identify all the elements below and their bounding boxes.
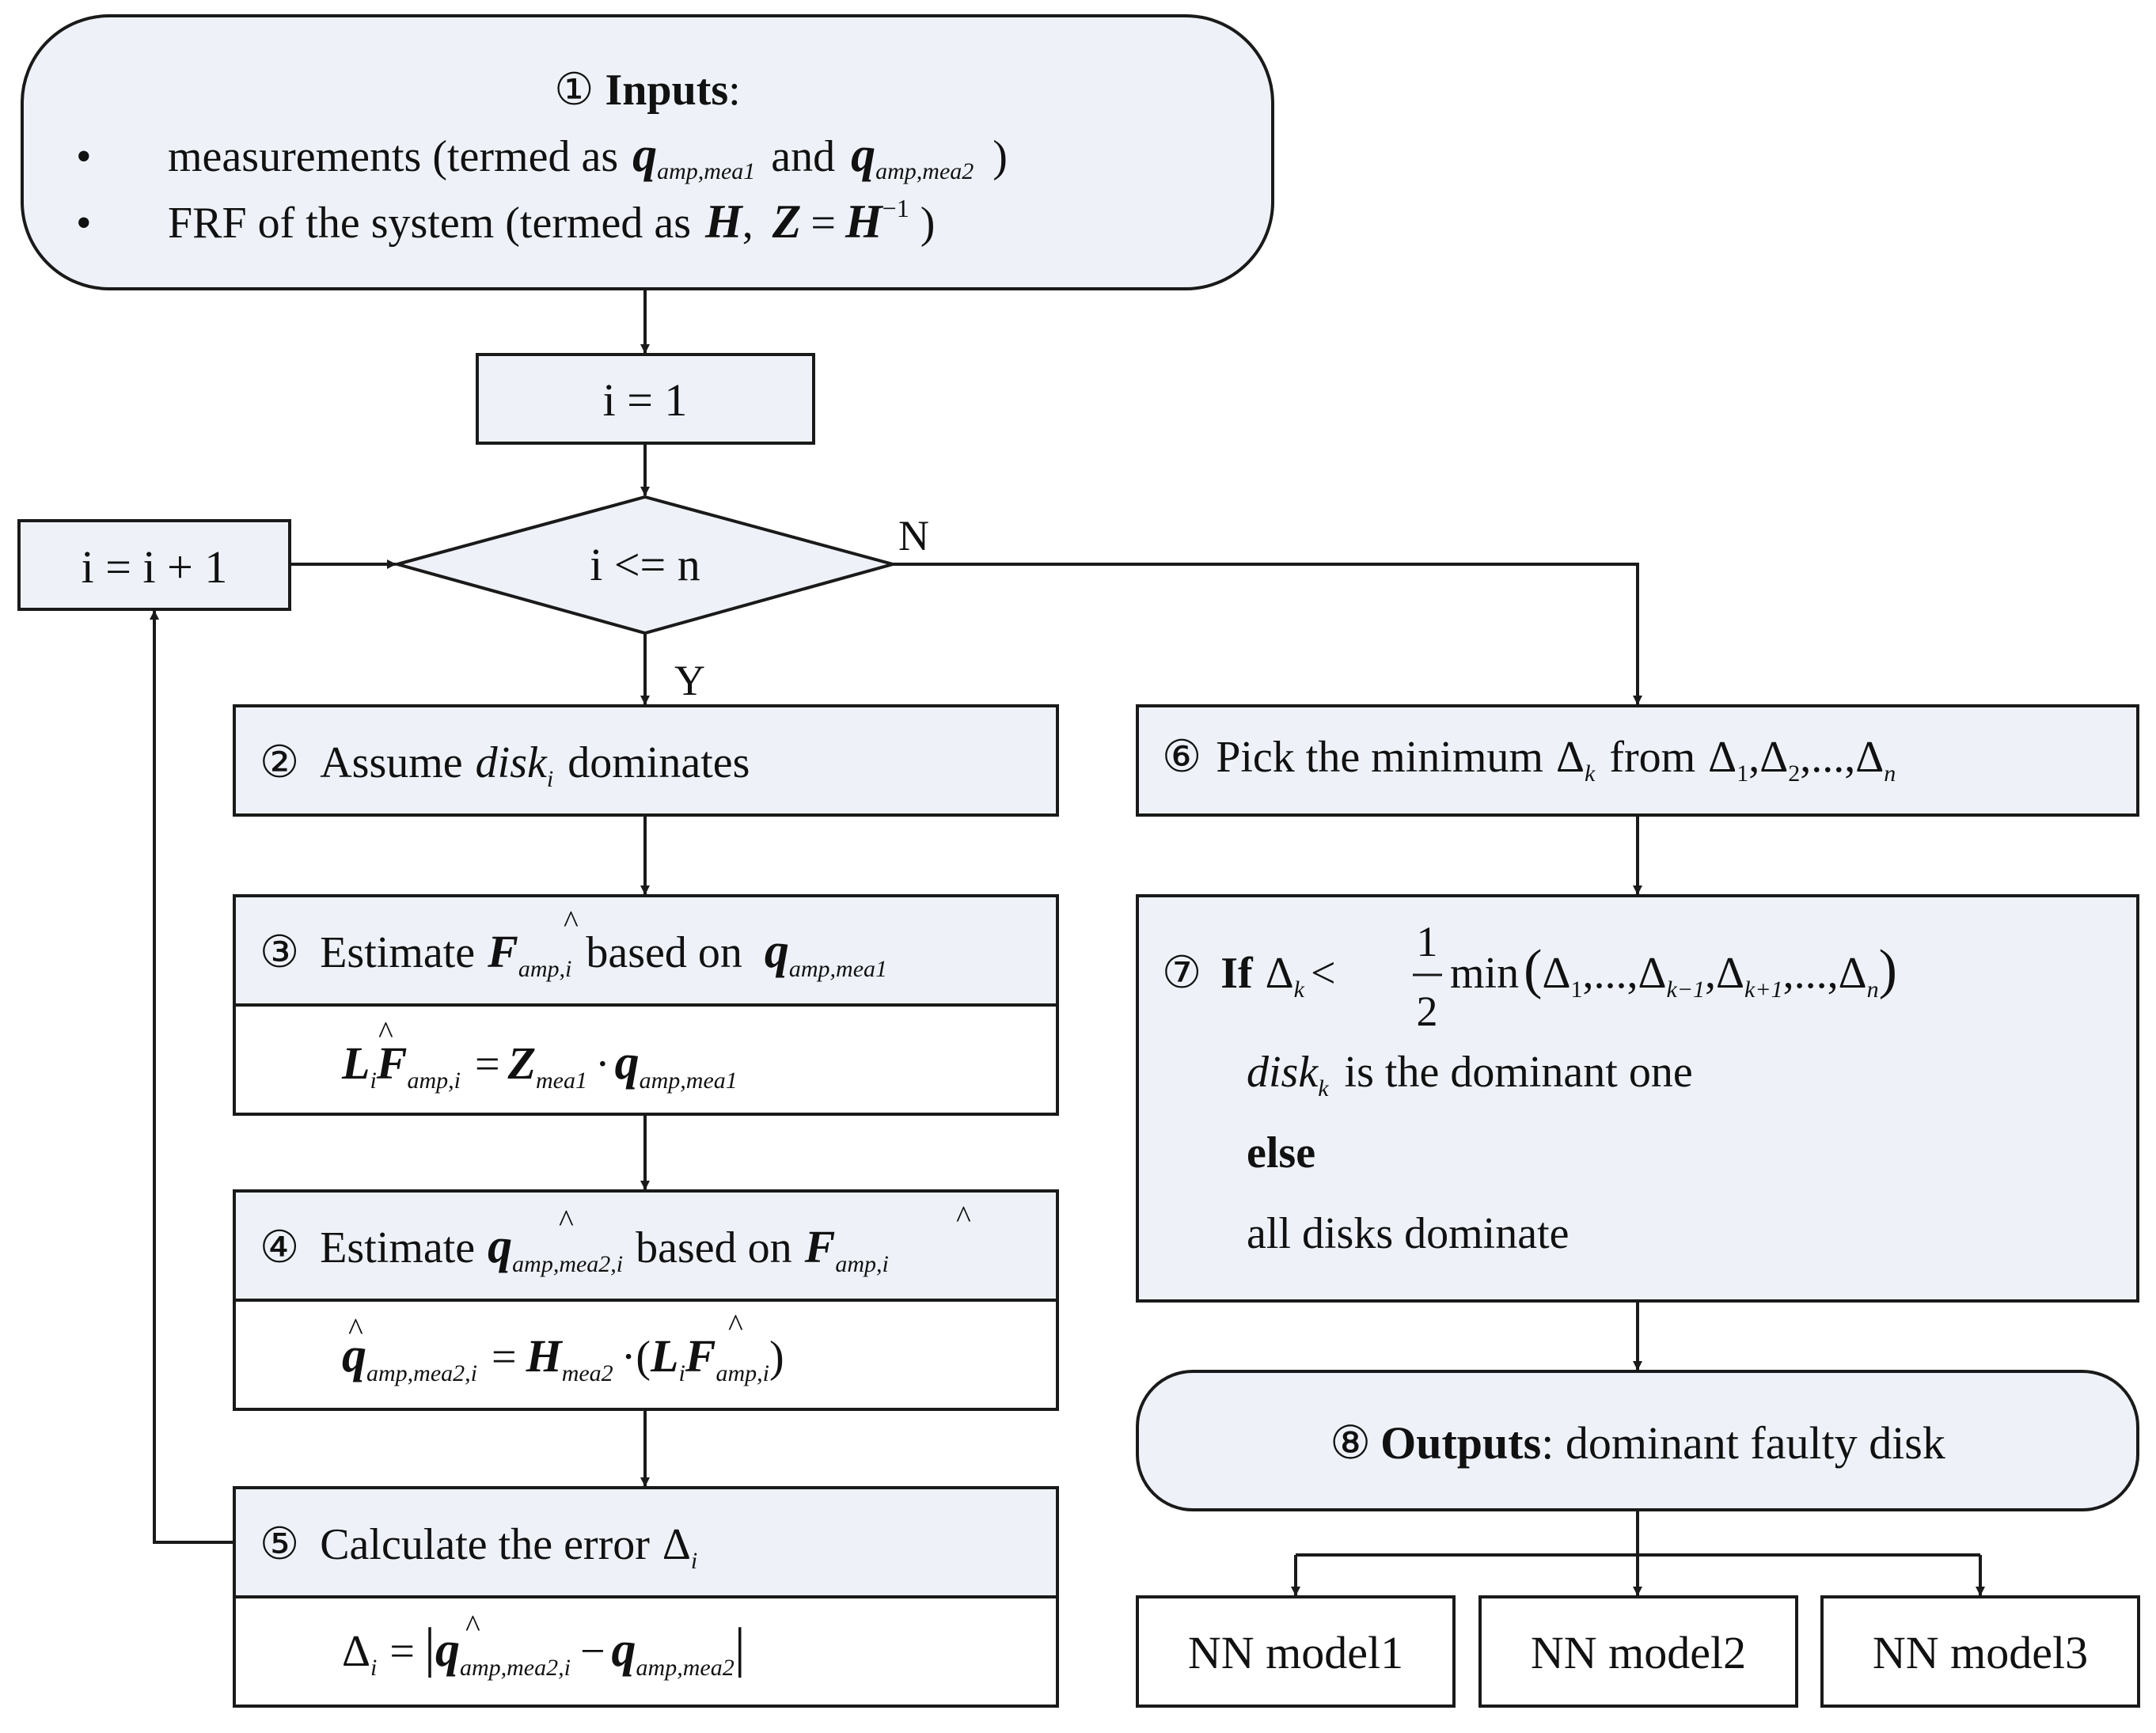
init-label: i = 1 — [603, 374, 688, 426]
nn-model1-box — [1136, 1595, 1456, 1708]
condition-label: i <= n — [590, 539, 700, 590]
step5-header — [233, 1486, 1059, 1598]
step4-eq-q-hat: ^ — [348, 1311, 363, 1347]
nn-model1-label: NN model1 — [1188, 1627, 1403, 1678]
step3-equation: LiFamp,i=Zmea1·qamp,mea1 — [341, 1036, 738, 1094]
step7-min-expr: min(Δ1,...,Δk−1,Δk+1,...,Δn) — [1450, 939, 1897, 1003]
step4-q-hat: ^ — [559, 1203, 574, 1238]
step5-equation-box — [233, 1595, 1059, 1708]
step3-eq-f-hat: ^ — [378, 1014, 393, 1050]
arrow-condition-no-to-step6 — [893, 563, 1642, 705]
step3-header — [233, 894, 1059, 1007]
nn-model3-label: NN model3 — [1873, 1627, 2088, 1678]
step3-f-hat: ^ — [564, 904, 579, 939]
step7-frac-num: 1 — [1417, 918, 1438, 965]
inputs-bullet-1: • — [76, 132, 92, 181]
step4-equation: qamp,mea2,i=Hmea2·(LiFamp,i) — [342, 1329, 784, 1386]
step3-equation-box — [233, 1003, 1059, 1116]
step4-eq-f-hat: ^ — [728, 1307, 743, 1343]
inputs-bullet-2: • — [76, 199, 92, 248]
nn-model3-box — [1820, 1595, 2140, 1708]
inputs-box — [21, 14, 1274, 290]
step5-eq-q-hat: ^ — [465, 1608, 480, 1644]
step4-equation-box — [233, 1299, 1059, 1411]
no-branch-label: N — [898, 512, 929, 559]
step4-header — [233, 1189, 1059, 1302]
step5-equation: Δi=|qamp,mea2,i−qamp,mea2| — [342, 1617, 746, 1681]
step2-box — [233, 704, 1059, 817]
yes-branch-label: Y — [674, 657, 705, 704]
step7-line-all-dominate: all disks dominate — [1247, 1209, 1570, 1258]
increment-label: i = i + 1 — [82, 541, 228, 593]
nn-model2-box — [1478, 1595, 1798, 1708]
step7-frac-den: 2 — [1417, 988, 1438, 1035]
step7-else: else — [1247, 1128, 1315, 1177]
init-box — [476, 353, 815, 445]
nn-model2-label: NN model2 — [1531, 1627, 1746, 1678]
arrow-step5-loop-to-increment — [150, 610, 234, 1544]
step7-box — [1136, 894, 2139, 1303]
step4-f-hat: ^ — [956, 1199, 971, 1234]
